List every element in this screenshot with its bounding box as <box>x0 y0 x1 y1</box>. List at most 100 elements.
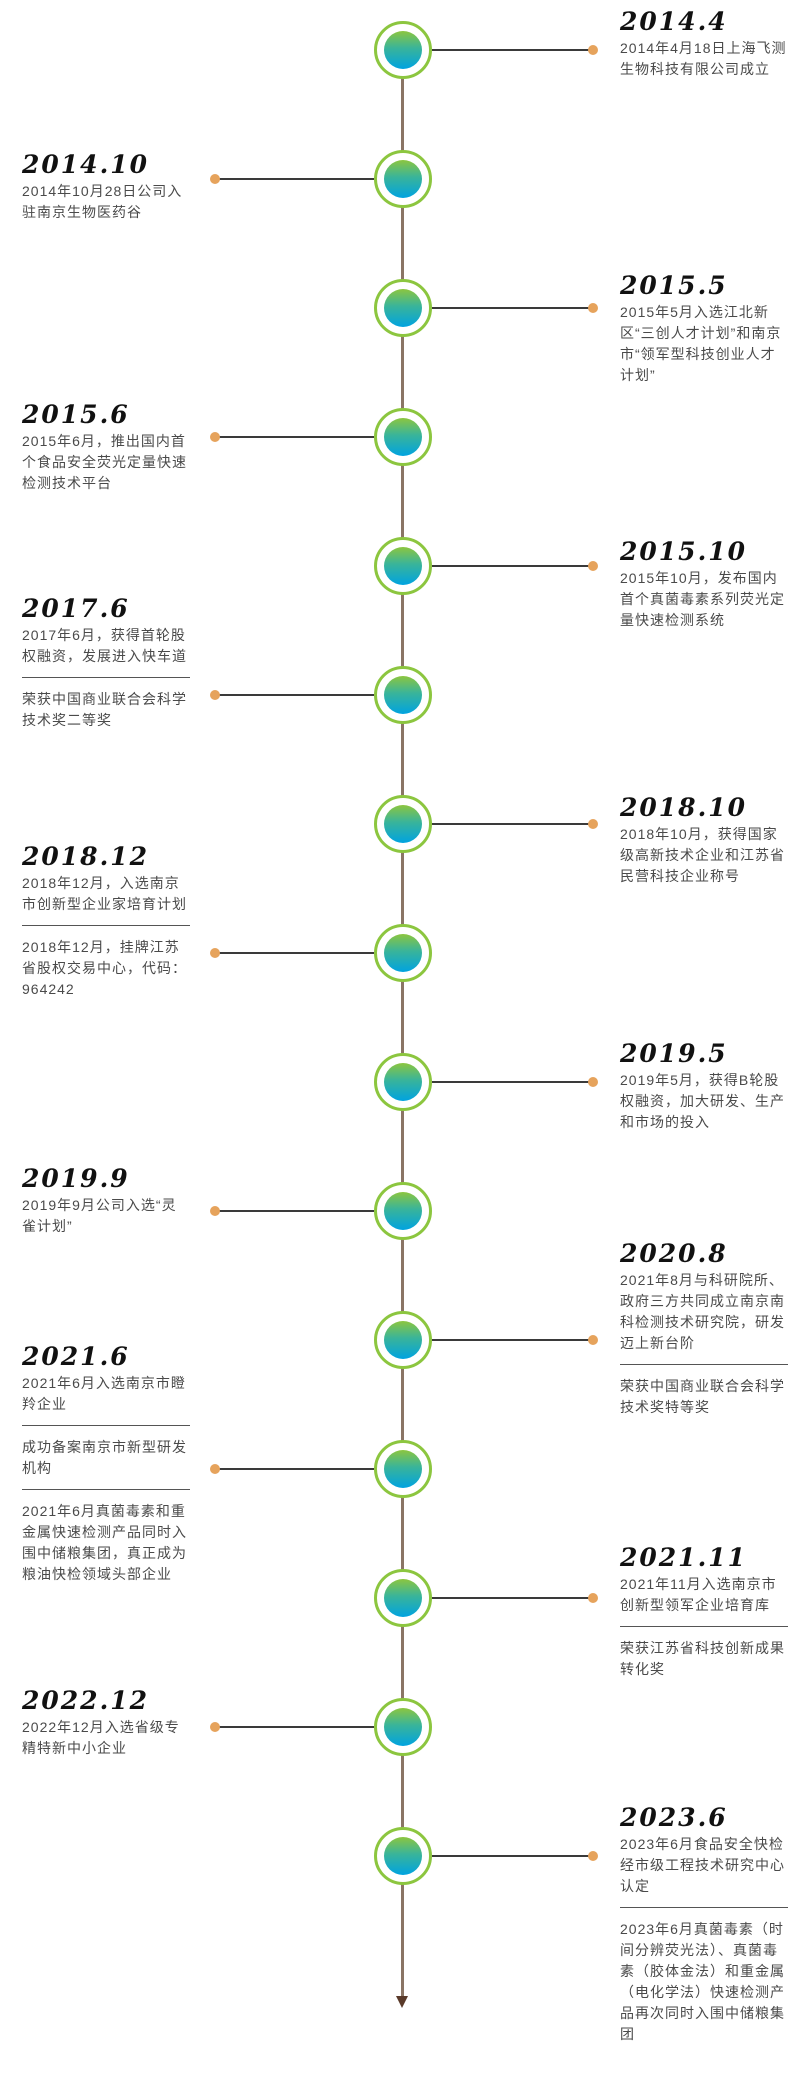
timeline-event: 2021.11 2021年11月入选南京市创新型领军企业培育库荣获江苏省科技创新成… <box>620 1544 788 1680</box>
timeline-connector <box>432 1081 592 1083</box>
timeline-node-icon <box>374 150 432 208</box>
event-description: 荣获中国商业联合会科学技术奖二等奖 <box>22 691 187 728</box>
event-year: 2014.10 <box>22 150 150 179</box>
event-year: 2018.10 <box>620 793 748 822</box>
event-year: 2023.6 <box>620 1803 728 1832</box>
event-description: 荣获中国商业联合会科学技术奖特等奖 <box>620 1378 785 1415</box>
event-year: 2015.5 <box>620 271 728 300</box>
timeline-node-icon <box>374 795 432 853</box>
timeline-dot-icon <box>588 303 598 313</box>
timeline-node-icon <box>374 924 432 982</box>
event-year: 2022.12 <box>22 1686 150 1715</box>
timeline-node-icon <box>374 1311 432 1369</box>
timeline-event: 2014.10 2014年10月28日公司入驻南京生物医药谷 <box>22 151 190 223</box>
timeline-connector <box>432 307 592 309</box>
timeline-node-icon <box>374 1827 432 1885</box>
timeline-event: 2018.12 2018年12月，入选南京市创新型企业家培育计划 2018年12月，… <box>22 843 190 1000</box>
timeline-connector <box>214 1726 374 1728</box>
event-year: 2019.5 <box>620 1039 728 1068</box>
event-description: 2018年12月，入选南京市创新型企业家培育计划 <box>22 875 187 912</box>
timeline-node-icon <box>374 1053 432 1111</box>
timeline-dot-icon <box>588 1335 598 1345</box>
timeline-connector <box>432 1597 592 1599</box>
timeline-dot-icon <box>588 561 598 571</box>
timeline-dot-icon <box>588 1593 598 1603</box>
timeline-event: 2022.12 2022年12月入选省级专精特新中小企业 <box>22 1687 190 1759</box>
timeline-event: 2015.6 2015年6月，推出国内首个食品安全荧光定量快速检测技术平台 <box>22 401 190 494</box>
event-description: 2017年6月，获得首轮股权融资，发展进入快车道 <box>22 627 187 664</box>
event-description: 2021年6月真菌毒素和重金属快速检测产品同时入围中储粮集团，真正成为粮油快检领… <box>22 1503 187 1582</box>
timeline-dot-icon <box>210 1464 220 1474</box>
timeline-dot-icon <box>210 690 220 700</box>
event-divider <box>22 1425 190 1426</box>
timeline-node-icon <box>374 666 432 724</box>
event-description: 2018年12月，挂牌江苏省股权交易中心，代码：964242 <box>22 939 187 997</box>
timeline-event: 2018.10 2018年10月，获得国家级高新技术企业和江苏省民营科技企业称号 <box>620 794 788 887</box>
event-description: 2023年6月食品安全快检经市级工程技术研究中心认定 <box>620 1836 785 1894</box>
timeline-axis <box>401 60 404 2000</box>
event-year: 2020.8 <box>620 1239 728 1268</box>
timeline-event: 2020.8 2021年8月与科研院所、政府三方共同成立南京南科检测技术研究院，研… <box>620 1240 788 1418</box>
timeline-event: 2019.5 2019年5月，获得B轮股权融资，加大研发、生产和市场的投入 <box>620 1040 788 1133</box>
timeline-node-icon <box>374 21 432 79</box>
event-description: 2014年10月28日公司入驻南京生物医药谷 <box>22 183 183 220</box>
timeline-dot-icon <box>210 174 220 184</box>
timeline-dot-icon <box>210 948 220 958</box>
timeline-connector <box>432 823 592 825</box>
timeline-event: 2023.6 2023年6月食品安全快检经市级工程技术研究中心认定 2023年6月真… <box>620 1804 788 2045</box>
event-year: 2021.11 <box>620 1543 748 1572</box>
timeline-node-icon <box>374 1440 432 1498</box>
event-year: 2019.9 <box>22 1164 130 1193</box>
event-divider <box>620 1626 788 1627</box>
timeline-connector <box>214 178 374 180</box>
timeline-connector <box>214 952 374 954</box>
timeline-node-icon <box>374 408 432 466</box>
timeline-node-icon <box>374 1182 432 1240</box>
event-divider <box>22 1489 190 1490</box>
event-description: 2019年5月，获得B轮股权融资，加大研发、生产和市场的投入 <box>620 1072 785 1130</box>
event-year: 2015.6 <box>22 400 130 429</box>
timeline-dot-icon <box>588 45 598 55</box>
event-divider <box>620 1907 788 1908</box>
event-year: 2021.6 <box>22 1342 130 1371</box>
timeline-dot-icon <box>210 1722 220 1732</box>
timeline-connector <box>432 49 592 51</box>
event-year: 2014.4 <box>620 7 728 36</box>
event-description: 成功备案南京市新型研发机构 <box>22 1439 187 1476</box>
event-description: 2021年8月与科研院所、政府三方共同成立南京南科检测技术研究院，研发迈上新台阶 <box>620 1272 785 1351</box>
event-description: 2019年9月公司入选“灵雀计划” <box>22 1197 177 1234</box>
arrow-down-icon <box>396 1996 408 2008</box>
event-description: 2018年10月，获得国家级高新技术企业和江苏省民营科技企业称号 <box>620 826 785 884</box>
event-year: 2015.10 <box>620 537 748 566</box>
timeline-event: 2015.5 2015年5月入选江北新区“三创人才计划”和南京市“领军型科技创业人… <box>620 272 788 386</box>
event-divider <box>22 677 190 678</box>
event-description: 荣获江苏省科技创新成果转化奖 <box>620 1640 785 1677</box>
event-year: 2018.12 <box>22 842 150 871</box>
timeline-dot-icon <box>588 1851 598 1861</box>
timeline-event: 2015.10 2015年10月，发布国内首个真菌毒素系列荧光定量快速检测系统 <box>620 538 788 631</box>
event-year: 2017.6 <box>22 594 130 623</box>
timeline-connector <box>432 565 592 567</box>
timeline-dot-icon <box>588 1077 598 1087</box>
event-description: 2022年12月入选省级专精特新中小企业 <box>22 1719 180 1756</box>
timeline-connector <box>214 436 374 438</box>
event-divider <box>22 925 190 926</box>
timeline-connector <box>214 1468 374 1470</box>
timeline-connector <box>432 1855 592 1857</box>
timeline-node-icon <box>374 1698 432 1756</box>
timeline-node-icon <box>374 537 432 595</box>
event-description: 2015年5月入选江北新区“三创人才计划”和南京市“领军型科技创业人才计划” <box>620 304 782 383</box>
event-description: 2021年11月入选南京市创新型领军企业培育库 <box>620 1576 777 1613</box>
event-description: 2023年6月真菌毒素（时间分辨荧光法）、真菌毒素（胶体金法）和重金属（电化学法… <box>620 1921 785 2042</box>
timeline-dot-icon <box>210 1206 220 1216</box>
event-description: 2015年10月，发布国内首个真菌毒素系列荧光定量快速检测系统 <box>620 570 785 628</box>
event-description: 2015年6月，推出国内首个食品安全荧光定量快速检测技术平台 <box>22 433 187 491</box>
timeline-connector <box>214 694 374 696</box>
timeline-node-icon <box>374 279 432 337</box>
event-description: 2014年4月18日上海飞测生物科技有限公司成立 <box>620 40 787 77</box>
event-divider <box>620 1364 788 1365</box>
event-description: 2021年6月入选南京市瞪羚企业 <box>22 1375 186 1412</box>
timeline-node-icon <box>374 1569 432 1627</box>
timeline-event: 2017.6 2017年6月，获得首轮股权融资，发展进入快车道荣获中国商业联合会科… <box>22 595 190 731</box>
